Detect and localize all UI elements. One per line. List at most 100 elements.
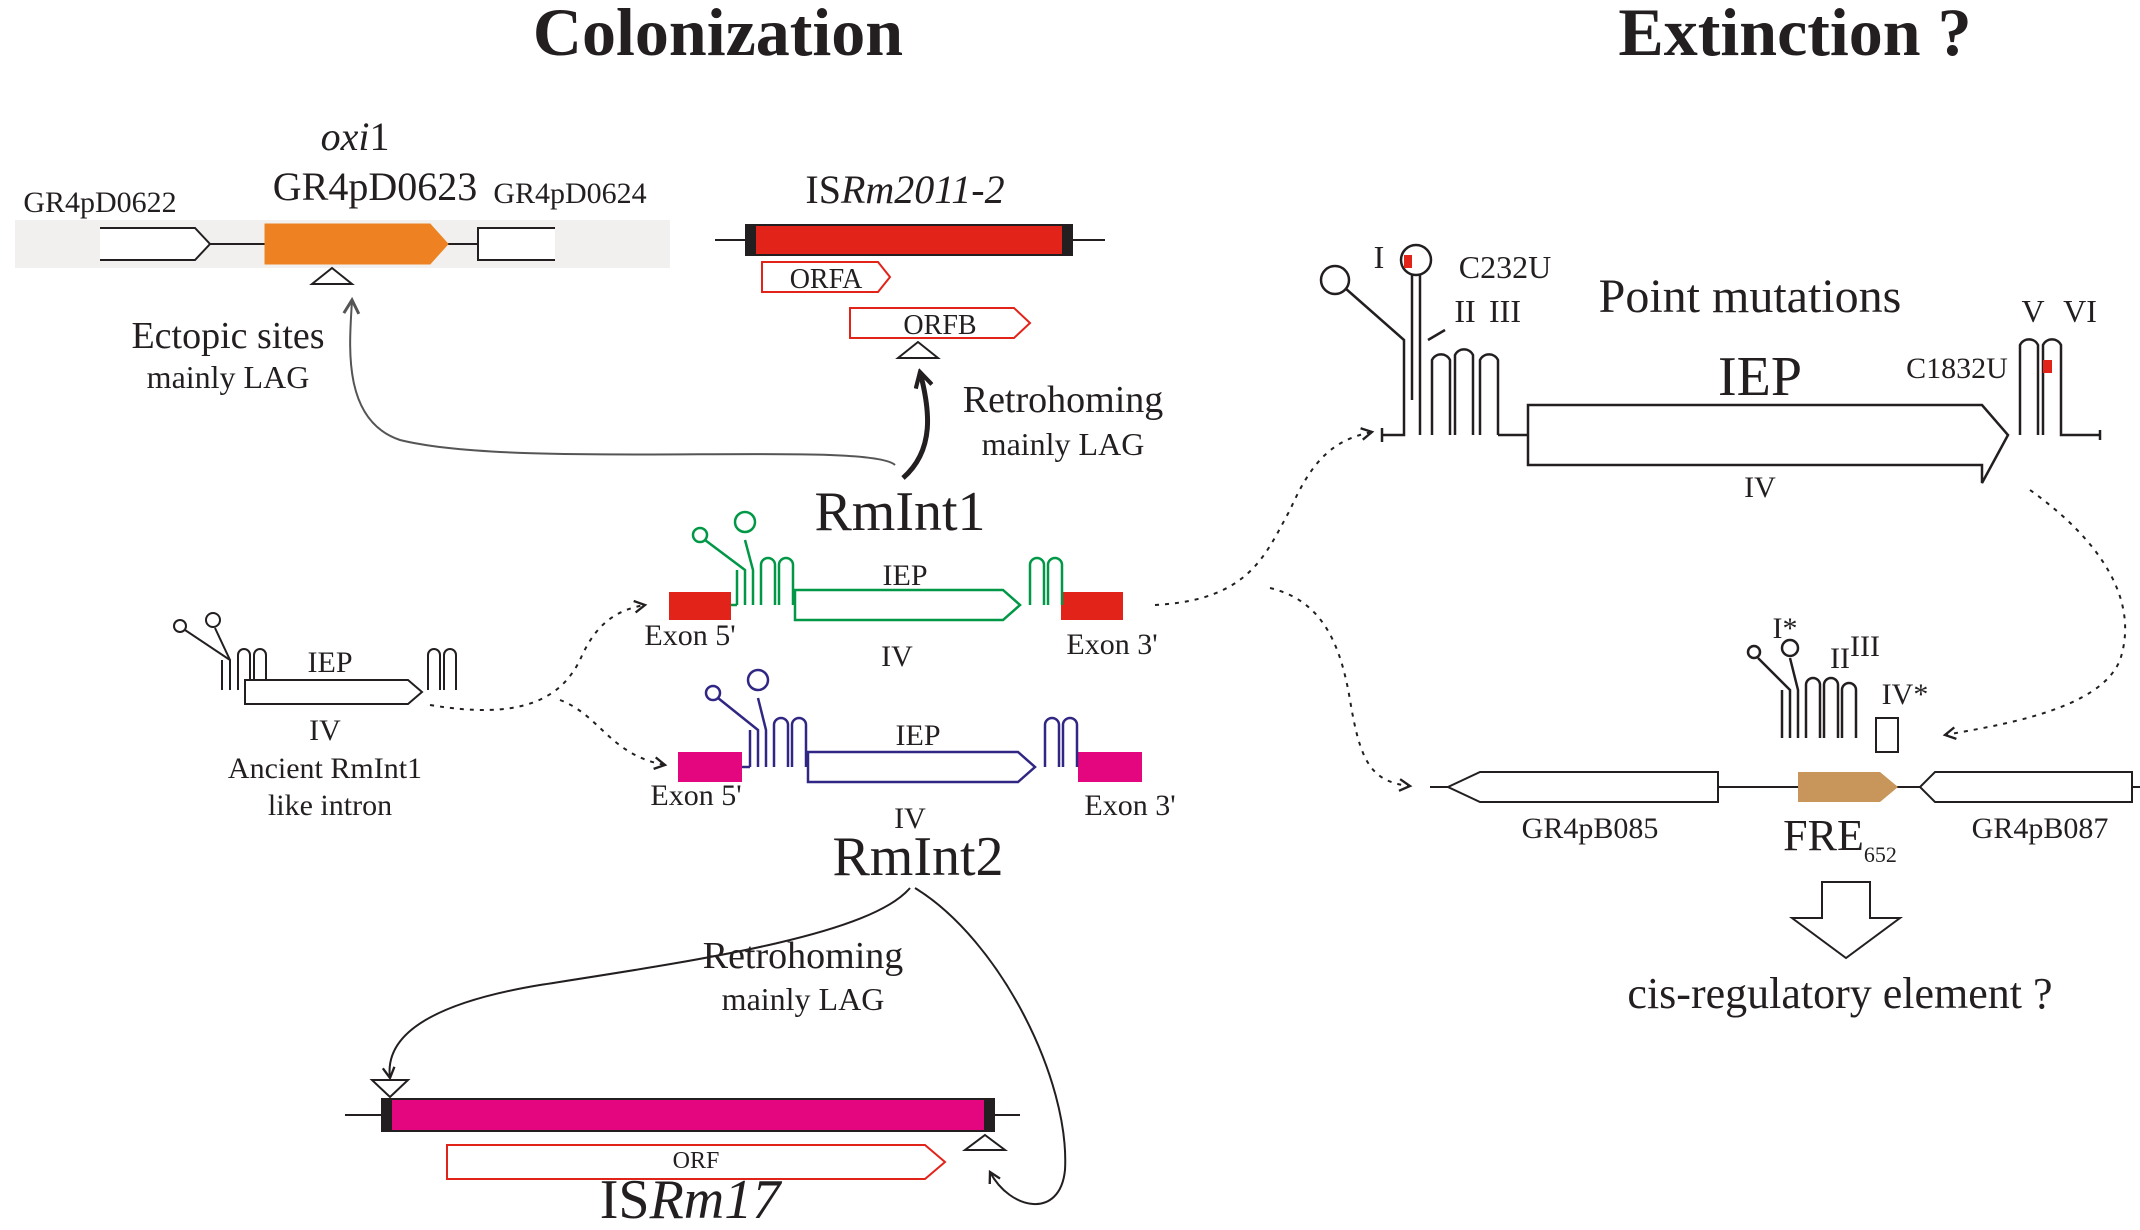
gene-arrow-gr4pb085 [1445, 771, 1719, 803]
heading-extinction: Extinction ? [1618, 0, 1971, 70]
label-retrohoming-2: Retrohoming [703, 935, 904, 977]
label-fre: FRE652 [1783, 811, 1897, 867]
gene-arrow-gr4pd0624 [477, 227, 555, 261]
label-ectopic-sites: Ectopic sites [131, 315, 324, 357]
rna-structure-navy [704, 668, 1079, 769]
is-right-end [1062, 225, 1072, 255]
label-rmint2-exon3: Exon 3' [1084, 789, 1175, 822]
label-mutated-iv: IV [1744, 471, 1776, 504]
arrow-rmint2-to-isrm17-right [914, 887, 1067, 1206]
label-rmint1-iep: IEP [883, 559, 928, 592]
dotted-arrow-mutations-to-fre [1945, 489, 2127, 735]
label-rmint2-exon5: Exon 5' [650, 779, 741, 812]
arrow-rmint1-to-ectopic [350, 300, 896, 466]
label-rmint2-iv: IV [894, 802, 926, 835]
fre-arrow [1798, 772, 1898, 802]
label-fre-domain-iv: IV* [1882, 678, 1929, 711]
oxi1-locus: GR4pD0622 oxi1 GR4pD0623 GR4pD0624 Ectop… [15, 114, 670, 395]
label-fre-domain-i: I* [1773, 612, 1798, 645]
label-c1832u: C1832U [1906, 352, 2008, 385]
label-cis-regulatory: cis-regulatory element ? [1627, 969, 2052, 1018]
dotted-arrow-to-fre [1269, 587, 1410, 786]
label-gr4pd0622: GR4pD0622 [23, 186, 176, 219]
gene-arrow-gr4pd0623 [264, 223, 449, 265]
fre-locus: GR4pB085 GR4pB087 FRE652 I* II III IV* c… [1430, 612, 2140, 1018]
label-rmint1-iv: IV [881, 640, 913, 673]
label-gr4pb085: GR4pB085 [1522, 812, 1659, 845]
rna-structure [173, 612, 267, 690]
exon5-red [669, 592, 731, 620]
label-ancient-line1: Ancient RmInt1 [228, 752, 422, 785]
label-orfb: ORFB [903, 310, 976, 341]
rmint2-iep-arrow [806, 750, 1037, 784]
hollow-down-arrow [1788, 881, 1904, 960]
orf-arrow [446, 1144, 947, 1180]
is-left-end [746, 225, 756, 255]
insertion-site-triangle [309, 266, 355, 285]
mutated-iep-arrow [1526, 403, 2010, 484]
mutation-mark-c232u [1404, 255, 1412, 268]
label-domain-vi: VI [2063, 293, 2097, 329]
label-rmint2: RmInt2 [832, 826, 1003, 888]
label-fre-domain-ii: II [1830, 642, 1850, 675]
label-rmint1: RmInt1 [814, 481, 985, 543]
exon3-red [1061, 592, 1123, 620]
dotted-arrow-to-rmint2 [559, 699, 665, 765]
exon3-magenta [1078, 752, 1142, 782]
point-mutations-intron: Point mutations IEP IV C232U C1832U I II… [1319, 239, 2102, 504]
rna-structure-mutated [1319, 243, 2102, 442]
label-isrm2011-2: ISRm2011-2 [805, 167, 1004, 212]
label-retrohoming-1: Retrohoming [963, 379, 1164, 421]
truncated-domain-iv [1875, 717, 1899, 753]
orfa-arrow [761, 261, 892, 293]
insertion-site-down-triangle [369, 1079, 411, 1099]
label-isrm17: ISRm17 [600, 1169, 782, 1225]
exon5-magenta [678, 752, 742, 782]
label-mutated-iep: IEP [1718, 346, 1802, 408]
dotted-arrow-to-point-mutations [1154, 432, 1372, 606]
label-rmint1-exon5: Exon 5' [644, 619, 735, 652]
label-oxi1: oxi1 [321, 114, 390, 159]
is-left-end [382, 1099, 392, 1131]
rna-structure-fre [1746, 638, 1858, 738]
label-rmint2-iep: IEP [896, 719, 941, 752]
label-ancient-line2: like intron [268, 789, 392, 822]
label-ectopic-mainly-lag: mainly LAG [147, 359, 310, 395]
label-domain-ii: II [1454, 293, 1475, 329]
label-orf: ORF [673, 1148, 720, 1174]
heading-colonization: Colonization [533, 0, 903, 70]
arrow-rmint2-to-isrm17-left [390, 887, 911, 1078]
ancient-iep-arrow [244, 679, 424, 705]
label-domain-v: V [2021, 293, 2044, 329]
arrow-rmint1-retrohoming [901, 372, 928, 480]
label-orfa: ORFA [790, 264, 863, 295]
label-retrohoming-2-mainly-lag: mainly LAG [722, 981, 885, 1017]
isrm2011-2-element: ISRm2011-2 ORFA ORFB Retrohoming mainly … [715, 167, 1163, 462]
label-retrohoming-1-mainly-lag: mainly LAG [982, 426, 1145, 462]
label-gr4pd0624: GR4pD0624 [493, 177, 646, 210]
insertion-site-up-triangle [962, 1133, 1008, 1151]
gene-arrow-gr4pd0622 [100, 227, 212, 261]
label-domain-iii: III [1489, 293, 1521, 329]
label-rmint1-exon3: Exon 3' [1066, 628, 1157, 661]
dotted-arrow-to-rmint1 [429, 605, 645, 711]
is-right-end [984, 1099, 994, 1131]
insertion-site-triangle [895, 340, 941, 359]
is-box [745, 224, 1073, 256]
label-ancient-iep: IEP [308, 646, 353, 679]
ancient-intron: IEP IV Ancient RmInt1 like intron [173, 612, 457, 822]
gene-arrow-gr4pb087 [1918, 771, 2133, 803]
rmint2-intron: IEP IV Exon 5' Exon 3' RmInt2 Retrohomin… [650, 668, 1176, 1017]
label-gr4pd0623: GR4pD0623 [273, 164, 477, 209]
isrm17-element: ORF ISRm17 [345, 1079, 1020, 1230]
orfb-arrow [849, 307, 1032, 339]
label-domain-i: I [1374, 239, 1385, 275]
label-fre-domain-iii: III [1850, 630, 1880, 663]
rna-structure-green [691, 510, 1064, 607]
label-point-mutations: Point mutations [1599, 270, 1902, 323]
rmint1-iep-arrow [793, 588, 1022, 622]
label-ancient-iv: IV [309, 714, 341, 747]
label-gr4pb087: GR4pB087 [1972, 812, 2109, 845]
